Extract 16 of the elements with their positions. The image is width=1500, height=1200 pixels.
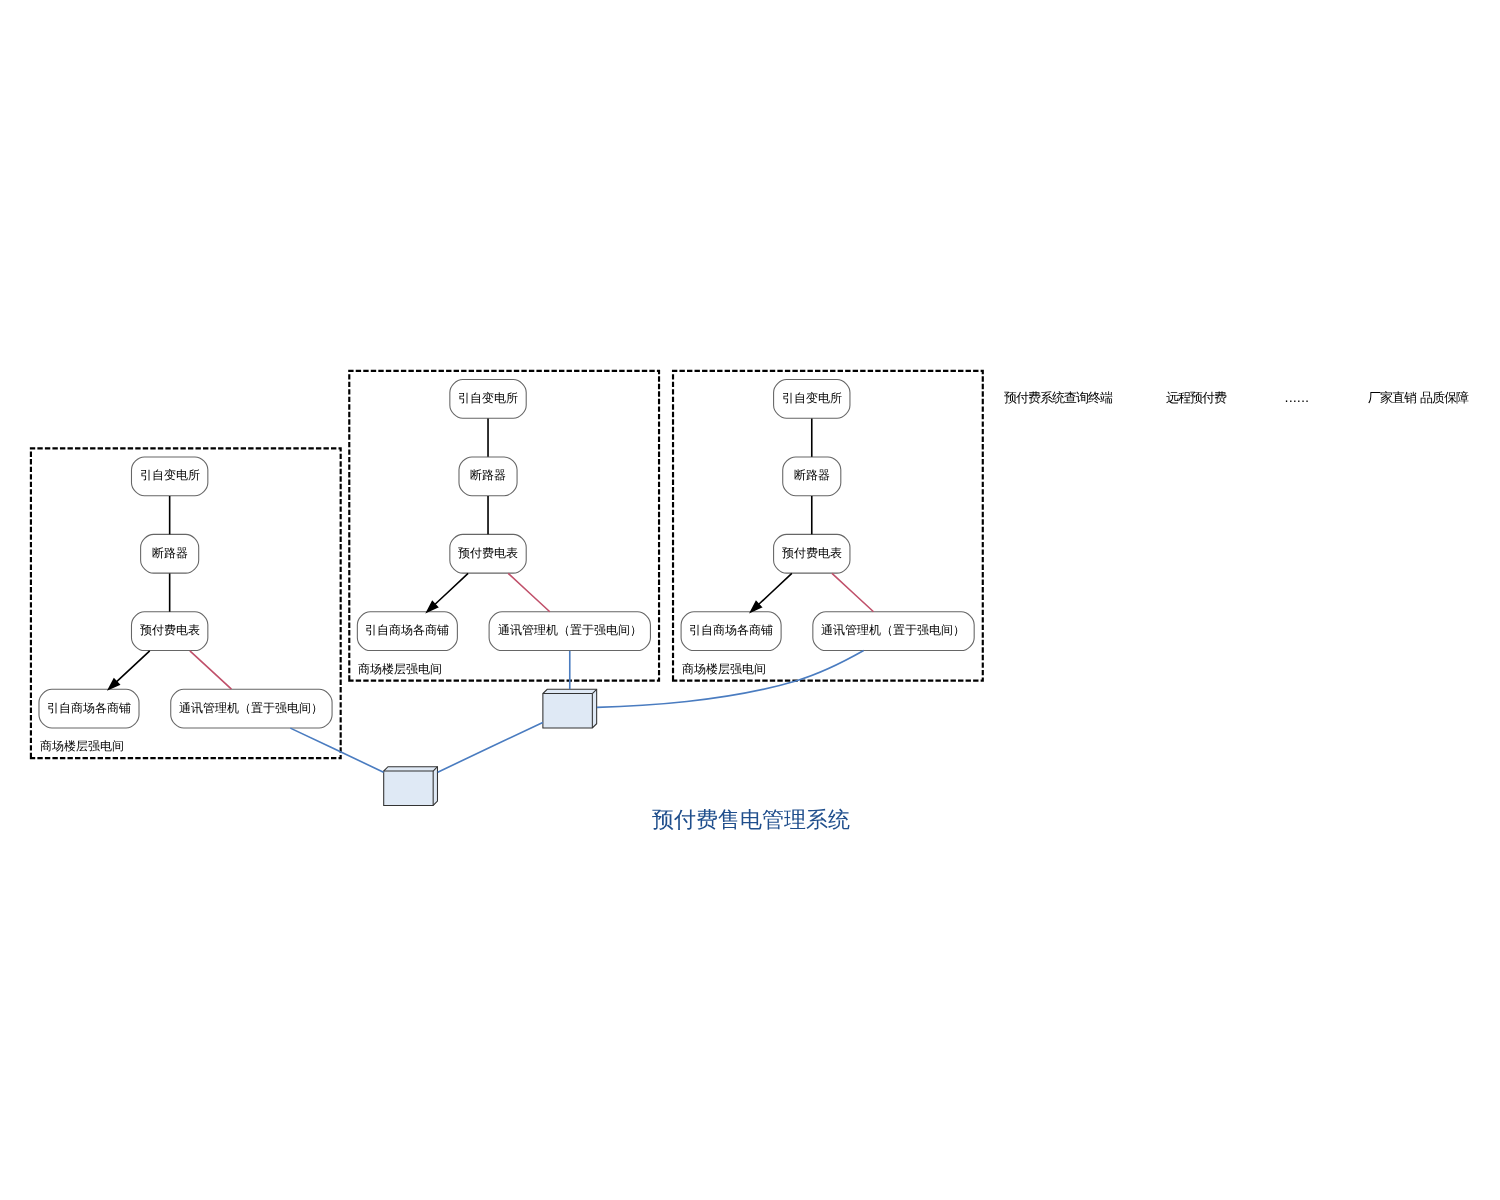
connector (167, 572, 170, 613)
arrow (105, 650, 150, 691)
arrow (748, 572, 792, 614)
connector (809, 495, 812, 536)
connector (486, 495, 488, 536)
connector (595, 649, 864, 709)
connector (809, 417, 812, 458)
connector (830, 572, 874, 613)
arrow (424, 572, 468, 614)
connector (435, 721, 543, 773)
connector (567, 650, 570, 690)
connector (486, 417, 488, 458)
connector (167, 495, 170, 536)
connector (188, 650, 232, 690)
connector (506, 572, 550, 613)
caption: 预付费售电管理系统 (651, 806, 849, 833)
